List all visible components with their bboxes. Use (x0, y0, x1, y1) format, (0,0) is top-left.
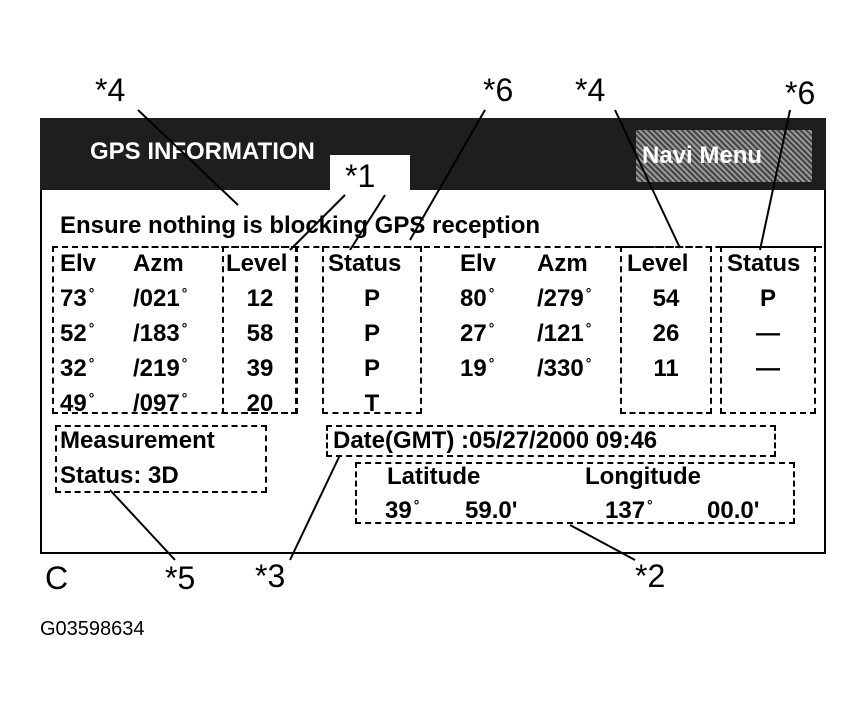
leader-6b (759, 109, 791, 251)
right-elv-header: Elv (460, 250, 497, 277)
azm-cell: /183° (133, 320, 188, 347)
azm-cell: /121° (537, 320, 592, 347)
left-status-header: Status (328, 250, 402, 277)
azm-cell: /021° (133, 285, 188, 312)
longitude-degrees: 137° (605, 497, 653, 524)
leader-6a (409, 109, 486, 241)
longitude-label: Longitude (585, 463, 701, 490)
measurement-label: Measurement (60, 427, 215, 454)
left-elv-header: Elv (60, 250, 97, 277)
table-frame (52, 246, 822, 416)
header-title: GPS INFORMATION (90, 138, 315, 165)
figure-letter: C (45, 560, 69, 596)
left-level-group (222, 246, 298, 414)
level-cell: 20 (246, 390, 274, 417)
latitude-label: Latitude (387, 463, 481, 490)
right-level-group (620, 246, 712, 414)
callout-2: *2 (635, 558, 666, 594)
status-cell: T (364, 390, 380, 417)
left-level-header: Level (226, 250, 288, 277)
latitude-degrees: 39° (385, 497, 420, 524)
latitude-minutes: 59.0' (465, 497, 518, 524)
right-status-header: Status (727, 250, 801, 277)
callout-4-right: *4 (575, 72, 606, 108)
elv-cell: 73° (60, 285, 95, 312)
leader-1b (349, 194, 386, 251)
level-cell: 58 (246, 320, 274, 347)
leader-1 (289, 194, 346, 251)
callout-1-mask (330, 155, 410, 200)
right-azm-header: Azm (537, 250, 588, 277)
date-box (326, 425, 776, 457)
right-level-header: Level (627, 250, 689, 277)
azm-cell: /279° (537, 285, 592, 312)
azm-cell: /330° (537, 355, 592, 382)
leader-4a (137, 109, 239, 206)
navi-menu-button[interactable] (636, 130, 812, 182)
status-cell: P (363, 320, 380, 347)
status-cell: — (756, 320, 780, 347)
level-cell: 12 (246, 285, 274, 312)
level-cell: 26 (652, 320, 680, 347)
callout-3: *3 (255, 558, 286, 594)
elv-cell: 19° (460, 355, 495, 382)
measurement-box (55, 425, 267, 493)
level-cell: 11 (653, 355, 679, 382)
callout-1: *1 (345, 158, 376, 194)
left-status-group (322, 246, 422, 414)
figure-id: G03598634 (40, 618, 145, 640)
callout-5: *5 (165, 560, 196, 596)
right-status-group (720, 246, 816, 414)
message: Ensure nothing is blocking GPS reception (60, 212, 541, 239)
callout-4-left: *4 (95, 72, 126, 108)
elv-cell: 32° (60, 355, 95, 382)
level-cell: 54 (652, 285, 680, 312)
callout-6-right: *6 (785, 75, 816, 111)
measurement-status: Status: 3D (60, 462, 179, 489)
leader-4b (614, 109, 681, 249)
leader-3 (289, 454, 341, 561)
status-cell: P (759, 285, 776, 312)
level-cell: 39 (246, 355, 274, 382)
leader-2 (569, 524, 636, 561)
navi-menu-label: Navi Menu (642, 142, 763, 169)
status-cell: P (363, 285, 380, 312)
elv-cell: 27° (460, 320, 495, 347)
elv-cell: 52° (60, 320, 95, 347)
callout-6-left: *6 (483, 72, 514, 108)
elv-cell: 49° (60, 390, 95, 417)
status-cell: — (756, 355, 780, 382)
status-cell: P (363, 355, 380, 382)
date-gmt: Date(GMT) :05/27/2000 09:46 (333, 427, 658, 454)
azm-cell: /097° (133, 390, 188, 417)
elv-cell: 80° (460, 285, 495, 312)
leader-5 (109, 489, 176, 561)
left-azm-header: Azm (133, 250, 184, 277)
azm-cell: /219° (133, 355, 188, 382)
longitude-minutes: 00.0' (707, 497, 760, 524)
position-box (355, 462, 795, 524)
